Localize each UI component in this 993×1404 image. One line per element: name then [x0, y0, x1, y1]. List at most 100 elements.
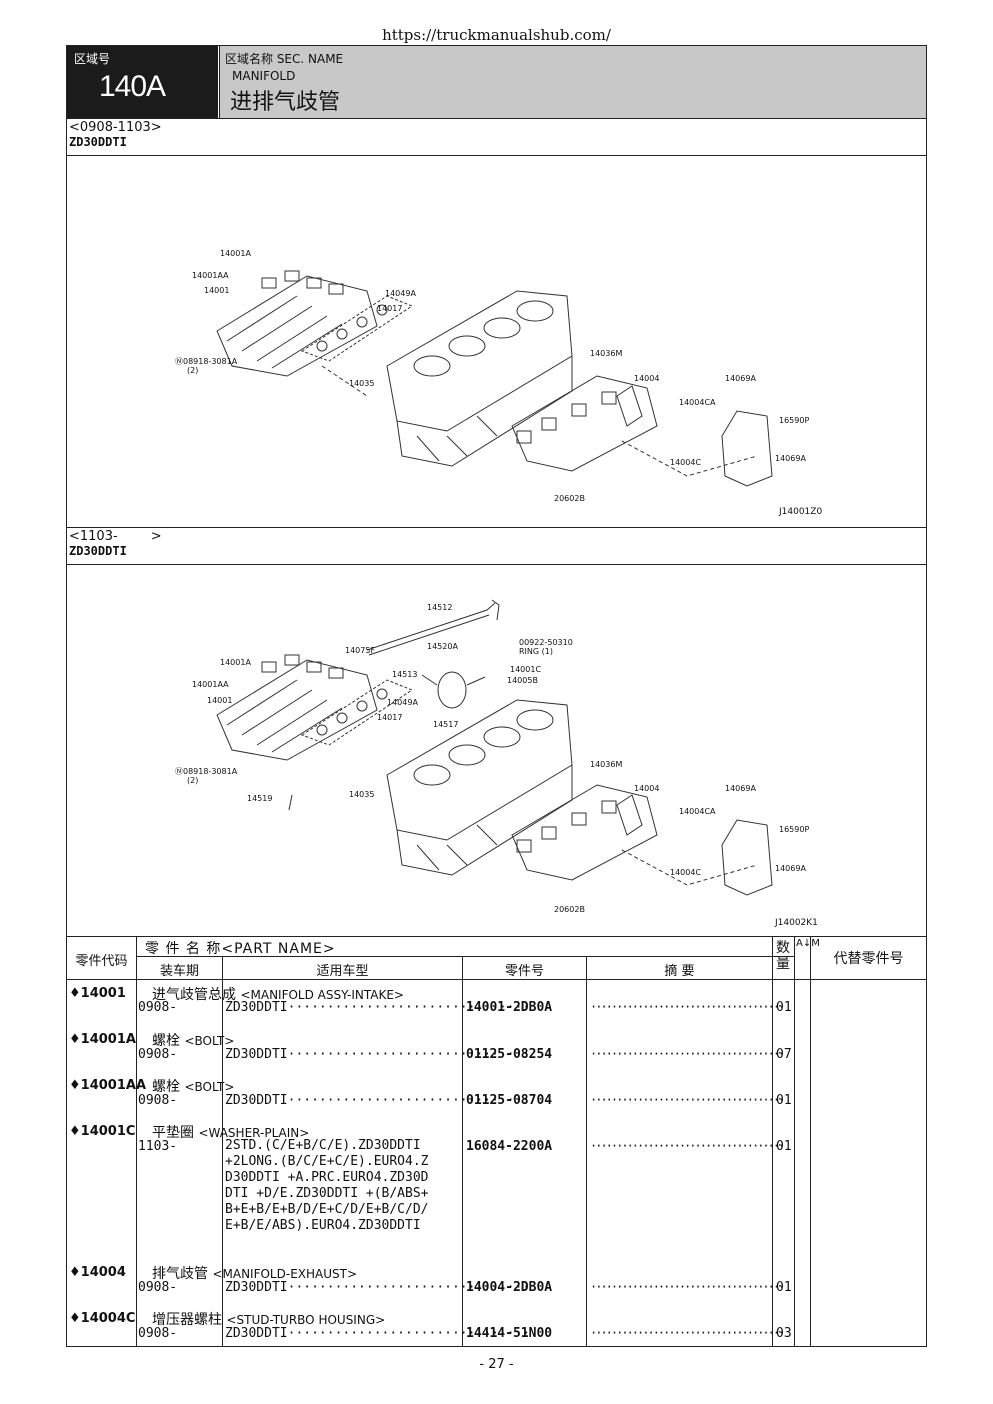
row-5-period: 0908- [138, 1280, 178, 1295]
table-header-bottom [67, 979, 926, 980]
variant-1-label: <0908-1103> ZD30DDTI [69, 121, 162, 150]
row-5-code: ♦14004 [69, 1265, 126, 1280]
row-3-period: 0908- [138, 1093, 178, 1108]
row-3-code: ♦14001AA [69, 1078, 147, 1093]
row-1-part-no: 14001-2DB0A [466, 1000, 553, 1015]
th-period: 装车期 [159, 964, 199, 979]
col-line-summary [772, 936, 773, 1346]
row-3-summary: ····································· [590, 1093, 785, 1107]
diagram-1: 14001A 14001AA 14001 14049A 14017 Ⓝ08918… [67, 156, 926, 526]
section-name-en: MANIFOLD [232, 69, 296, 83]
svg-text:14519: 14519 [247, 794, 272, 803]
svg-text:(2): (2) [187, 366, 198, 375]
th-part-code: 零件代码 [75, 954, 128, 969]
svg-text:14001AA: 14001AA [192, 680, 229, 689]
svg-text:14036M: 14036M [590, 760, 622, 769]
diagram-1-code: J14001Z0 [778, 507, 822, 517]
row-2-code: ♦14001A [69, 1032, 136, 1047]
svg-text:14004: 14004 [634, 784, 659, 793]
row-4-qty: 01 [776, 1139, 792, 1154]
svg-text:14004CA: 14004CA [679, 807, 716, 816]
row-5-model: ZD30DDTI······························· [225, 1280, 531, 1295]
variant-2-period: <1103- > [69, 529, 162, 544]
row-4-name: 平垫圈 <WASHER-PLAIN> [152, 1125, 310, 1141]
svg-text:(2): (2) [187, 776, 198, 785]
row-3-model: ZD30DDTI······························· [225, 1093, 531, 1108]
header-divider [67, 118, 926, 119]
row-4-part-no: 16084-2200A [466, 1139, 553, 1154]
svg-text:14004C: 14004C [670, 458, 701, 467]
diagram-1-divider [67, 527, 926, 528]
row-5-qty: 01 [776, 1280, 792, 1295]
row-6-part-no: 14414-51N00 [466, 1326, 553, 1341]
diagram-1-svg: 14001A 14001AA 14001 14049A 14017 Ⓝ08918… [175, 249, 822, 517]
th-qty: 数量 [776, 940, 790, 972]
svg-text:14001: 14001 [204, 286, 229, 295]
svg-text:14512: 14512 [427, 603, 452, 612]
row-5-summary: ····································· [590, 1280, 785, 1294]
col-line-code [136, 936, 137, 1346]
section-name-cn: 进排气歧管 [230, 90, 341, 115]
svg-text:14035: 14035 [349, 379, 374, 388]
th-part-no: 零件号 [504, 964, 544, 979]
svg-text:16590P: 16590P [779, 825, 809, 834]
svg-text:14036M: 14036M [590, 349, 622, 358]
row-5-part-no: 14004-2DB0A [466, 1280, 553, 1295]
row-1-model: ZD30DDTI······························· [225, 1000, 531, 1015]
col-line-am [810, 936, 811, 1346]
svg-text:16590P: 16590P [779, 416, 809, 425]
th-model: 适用车型 [316, 964, 369, 979]
row-4-code: ♦14001C [69, 1124, 136, 1139]
row-2-period: 0908- [138, 1047, 178, 1062]
section-code: 140A [98, 70, 166, 103]
variant-2-divider [67, 564, 926, 565]
section-name-block: 区域名称 SEC. NAME MANIFOLD 进排气歧管 [219, 46, 926, 118]
row-1-code: ♦14001 [69, 986, 126, 1001]
svg-text:RING (1): RING (1) [519, 647, 553, 656]
col-line-partno [586, 956, 587, 1346]
row-1-summary: ····································· [590, 1000, 785, 1014]
row-4-model: 2STD.(C/E+B/C/E).ZD30DDTI +2LONG.(B/C/E+… [225, 1138, 429, 1233]
th-summary: 摘 要 [664, 964, 695, 979]
th-part-name: 零 件 名 称<PART NAME> [145, 941, 336, 957]
variant-1-model: ZD30DDTI [69, 135, 127, 149]
svg-text:00922-50310: 00922-50310 [519, 638, 573, 647]
row-1-qty: 01 [776, 1000, 792, 1015]
svg-text:14513: 14513 [392, 670, 417, 679]
row-3-part-no: 01125-08704 [466, 1093, 553, 1108]
row-2-part-no: 01125-08254 [466, 1047, 553, 1062]
col-line-qty [794, 936, 795, 1346]
svg-text:14001A: 14001A [220, 658, 251, 667]
section-no-label: 区域号 [74, 52, 111, 66]
svg-text:14069A: 14069A [775, 864, 806, 873]
th-am: A↓M [796, 938, 820, 949]
svg-text:14004: 14004 [634, 374, 659, 383]
svg-text:14049A: 14049A [387, 698, 418, 707]
row-6-period: 0908- [138, 1326, 178, 1341]
svg-text:14517: 14517 [433, 720, 458, 729]
row-2-summary: ····································· [590, 1047, 785, 1061]
row-2-name: 螺栓 <BOLT> [152, 1033, 235, 1049]
page-frame [66, 45, 927, 1347]
section-number-block: 区域号 140A [67, 46, 218, 118]
th-replace: 代替零件号 [833, 951, 904, 967]
svg-text:20602B: 20602B [554, 494, 585, 503]
row-4-summary: ····································· [590, 1139, 785, 1153]
row-3-qty: 01 [776, 1093, 792, 1108]
row-6-model: ZD30DDTI······························· [225, 1326, 531, 1341]
svg-text:14069A: 14069A [725, 374, 756, 383]
svg-text:14017: 14017 [377, 713, 402, 722]
source-url[interactable]: https://truckmanualshub.com/ [382, 26, 611, 44]
svg-text:14017: 14017 [377, 304, 402, 313]
svg-text:Ⓝ08918-3081A: Ⓝ08918-3081A [175, 357, 238, 366]
diagram-2-code: J14002K1 [774, 918, 818, 928]
svg-text:14035: 14035 [349, 790, 374, 799]
svg-text:14069A: 14069A [775, 454, 806, 463]
diagram-2: 14512 00922-50310 RING (1) 14075F 14520A… [67, 565, 926, 935]
svg-text:14001AA: 14001AA [192, 271, 229, 280]
svg-text:14001A: 14001A [220, 249, 251, 258]
col-line-period [222, 956, 223, 1346]
page-number: - 27 - [479, 1357, 514, 1372]
svg-text:14520A: 14520A [427, 642, 458, 651]
row-6-code: ♦14004C [69, 1311, 136, 1326]
